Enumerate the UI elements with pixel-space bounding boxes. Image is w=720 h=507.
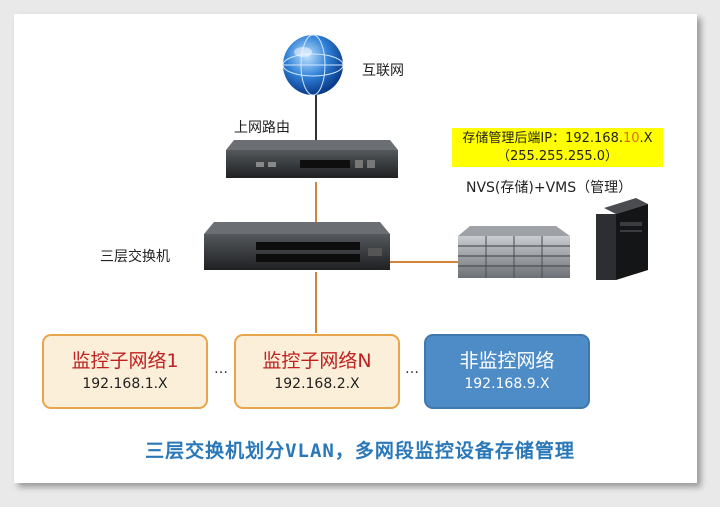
network-card-non-monitor: 非监控网络 192.168.9.X [424,334,590,409]
network-ip: 192.168.2.X [274,376,360,392]
switch-label: 三层交换机 [100,249,170,265]
ellipsis-2: … [405,361,419,377]
storage-ip-line2: （255.255.255.0） [496,149,619,164]
server-label: NVS(存储)+VMS（管理） [466,180,633,196]
internet-label: 互联网 [362,63,404,79]
storage-ip-box: 存储管理后端IP：192.168.10.X （255.255.255.0） [452,128,663,167]
diagram-caption: 三层交换机划分VLAN，多网段监控设备存储管理 [145,440,575,462]
rack-server-icon [458,226,570,278]
network-title: 监控子网络1 [71,350,179,372]
network-title: 非监控网络 [459,350,555,372]
network-ip: 192.168.9.X [464,376,550,392]
switch-icon [204,222,390,270]
router-icon [226,140,398,178]
network-title: 监控子网络N [262,350,372,372]
router-label: 上网路由 [234,120,290,136]
ellipsis-1: … [214,361,228,377]
network-card-n: 监控子网络N 192.168.2.X [234,334,400,409]
network-ip: 192.168.1.X [82,376,168,392]
network-card-1: 监控子网络1 192.168.1.X [42,334,208,409]
tower-server-icon [596,198,648,280]
globe-icon [282,34,344,96]
storage-ip-line1: 存储管理后端IP：192.168.10.X [462,131,653,146]
